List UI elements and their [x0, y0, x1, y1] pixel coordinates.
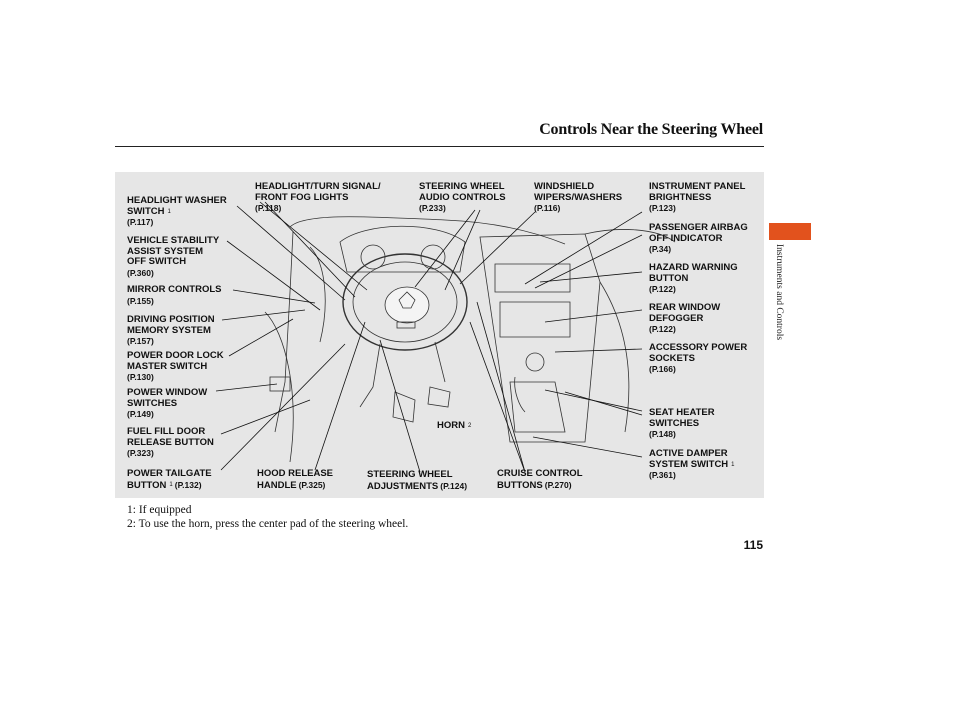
label-cruise-control: CRUISE CONTROL BUTTONS(P.270) [497, 468, 583, 491]
label-mirror-controls: MIRROR CONTROLS (P.155) [127, 284, 222, 306]
page-number: 115 [743, 538, 763, 552]
label-vsa-off-switch: VEHICLE STABILITY ASSIST SYSTEM OFF SWIT… [127, 235, 220, 278]
audio-panel [499, 301, 571, 338]
leader-window [215, 383, 278, 392]
label-driving-position: DRIVING POSITION MEMORY SYSTEM (P.157) [127, 314, 215, 346]
leader-cruise-a [469, 321, 526, 473]
door-edge-line [274, 231, 294, 433]
leader-defogger [544, 309, 643, 323]
label-fuel-fill-door: FUEL FILL DOOR RELEASE BUTTON (P.323) [127, 426, 214, 458]
steering-wheel [342, 253, 468, 351]
label-rear-defogger: REAR WINDOW DEFOGGER (P.122) [649, 302, 721, 334]
footnote-1: 1: If equipped [127, 504, 192, 516]
center-console [479, 233, 601, 443]
vent-panel [494, 263, 571, 293]
leader-hazard [539, 271, 643, 283]
leader-seat-heater-b [564, 391, 643, 416]
label-power-window: POWER WINDOW SWITCHES (P.149) [127, 387, 208, 419]
leader-audio-a [414, 209, 476, 288]
label-seat-heater: SEAT HEATER SWITCHES (P.148) [649, 407, 715, 439]
steering-hub [384, 286, 430, 324]
section-tab [769, 223, 811, 240]
leader-wipers [459, 211, 536, 285]
page-title: Controls Near the Steering Wheel [539, 121, 763, 138]
label-hood-release: HOOD RELEASE HANDLE(P.325) [257, 468, 334, 491]
title-divider [115, 146, 764, 147]
leader-hood [314, 321, 366, 471]
window-switch-panel [269, 376, 291, 392]
label-headlight-turn-signal: HEADLIGHT/TURN SIGNAL/ FRONT FOG LIGHTS … [255, 181, 381, 213]
diagram-panel [115, 172, 764, 498]
leader-headlight-turn-a [259, 201, 368, 291]
leader-tailgate [220, 343, 346, 471]
label-audio-controls: STEERING WHEEL AUDIO CONTROLS (P.233) [419, 181, 506, 213]
dashboard-top-line [289, 216, 566, 245]
leader-headlight-turn-b [264, 201, 356, 298]
leader-headlight-washer [236, 205, 346, 301]
label-panel-brightness: INSTRUMENT PANEL BRIGHTNESS (P.123) [649, 181, 746, 213]
leader-driving-position [221, 309, 306, 321]
leader-adjust [379, 339, 421, 473]
leader-damper [532, 436, 643, 458]
console-knob [525, 352, 545, 372]
label-power-sockets: ACCESSORY POWER SOCKETS (P.166) [649, 342, 748, 374]
footnote-2: 2: To use the horn, press the center pad… [127, 518, 409, 530]
leader-door-lock [228, 318, 294, 357]
label-power-door-lock: POWER DOOR LOCK MASTER SWITCH (P.130) [127, 350, 224, 382]
label-windshield-wipers: WINDSHIELD WIPERS/WASHERS (P.116) [534, 181, 623, 213]
label-hazard-button: HAZARD WARNING BUTTON (P.122) [649, 262, 738, 294]
dashboard-illustration [215, 201, 676, 473]
tachometer [420, 244, 446, 270]
leader-sockets [554, 348, 643, 353]
leader-brightness [524, 211, 643, 285]
leader-mirror [232, 289, 316, 304]
instrument-cluster [339, 225, 466, 273]
leader-vsa [226, 240, 321, 311]
leader-airbag [534, 234, 643, 289]
label-airbag-indicator: PASSENGER AIRBAG OFF INDICATOR (P.34) [649, 222, 748, 254]
leader-audio-b [444, 209, 481, 291]
leader-fuel-door [220, 399, 311, 435]
section-label: Instruments and Controls [774, 244, 784, 341]
label-steering-adjustments: STEERING WHEEL ADJUSTMENTS(P.124) [367, 469, 468, 492]
leader-cruise-b [476, 301, 526, 473]
